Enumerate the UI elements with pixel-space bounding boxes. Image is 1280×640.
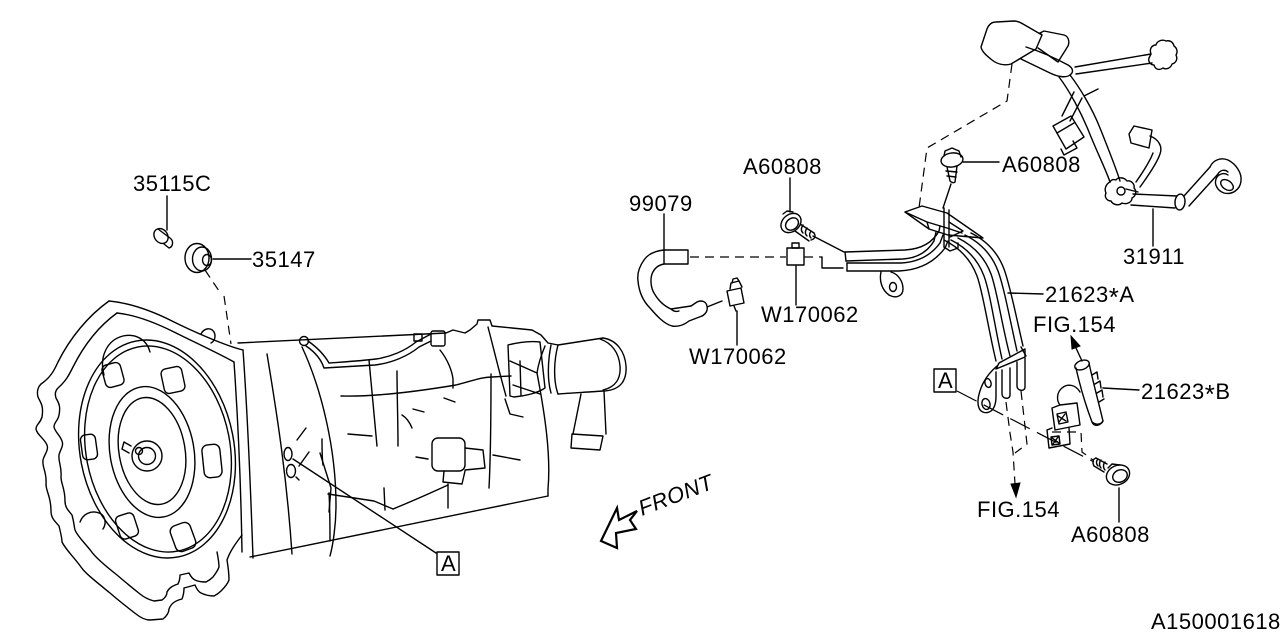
svg-text:A60808: A60808: [1071, 522, 1150, 547]
svg-text:FIG.154: FIG.154: [977, 497, 1060, 522]
svg-text:A60808: A60808: [743, 154, 822, 179]
svg-text:A150001618: A150001618: [1151, 609, 1280, 634]
svg-text:A: A: [938, 368, 953, 393]
svg-text:35147: 35147: [252, 247, 316, 272]
svg-text:31911: 31911: [1123, 244, 1185, 269]
svg-text:A: A: [441, 551, 456, 576]
svg-text:W170062: W170062: [689, 344, 787, 369]
svg-text:W170062: W170062: [761, 302, 859, 327]
svg-text:21623*B: 21623*B: [1141, 379, 1231, 409]
svg-text:99079: 99079: [629, 191, 693, 216]
svg-text:FRONT: FRONT: [635, 469, 718, 521]
svg-text:A60808: A60808: [1002, 152, 1081, 177]
svg-text:21623*A: 21623*A: [1045, 282, 1135, 312]
svg-text:35115C: 35115C: [133, 171, 211, 196]
svg-text:FIG.154: FIG.154: [1033, 312, 1116, 337]
